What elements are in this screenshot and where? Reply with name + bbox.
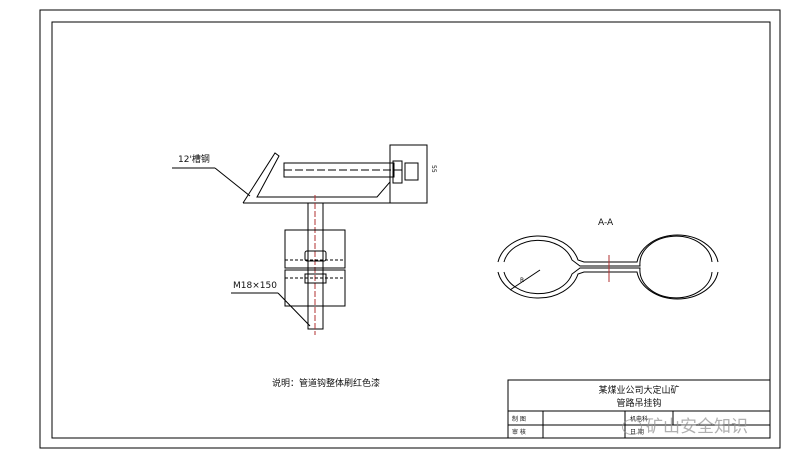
watermark: 矿山安全知识 (622, 412, 748, 437)
section-a-a-view: A-A R (497, 218, 719, 300)
inner-border (51, 21, 771, 439)
bolt-spec-label: M18×150 (233, 281, 277, 291)
note-text: 说明：管道钩整体刷红色漆 (272, 377, 380, 389)
outer-border (39, 9, 781, 449)
drawn-by-label: 制 图 (512, 415, 526, 423)
checked-by-label: 审 核 (512, 428, 526, 436)
company-name: 某煤业公司大定山矿 (598, 384, 679, 396)
radius-label: R (520, 277, 524, 284)
dim-55-label: 55 (430, 165, 437, 173)
department-label: 机电科 (630, 415, 648, 423)
watermark-text: 矿山安全知识 (646, 417, 748, 437)
channel-steel-label: 12'槽钢 (178, 153, 210, 165)
wechat-logo-icon (622, 419, 642, 435)
title-block: 某煤业公司大定山矿 管路吊挂钩 制 图 审 核 机电科 日 期 (507, 379, 771, 439)
section-label: A-A (598, 218, 614, 228)
drawing-name: 管路吊挂钩 (616, 397, 661, 409)
hanger-side-view: 12'槽钢 55 M18×150 (172, 144, 437, 335)
